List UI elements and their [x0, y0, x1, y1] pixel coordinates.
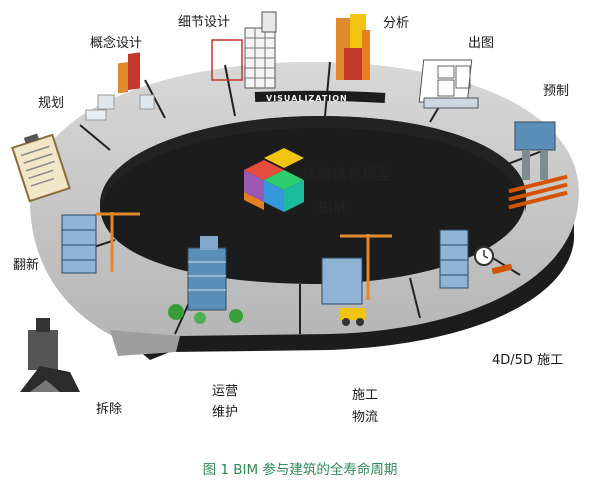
prefab-machine-icon [508, 121, 568, 210]
ring-tail [110, 330, 180, 356]
stage-label-drawing: 出图 [468, 36, 495, 51]
renovation-building-icon [61, 212, 140, 274]
operation-building-icon [168, 236, 243, 324]
concept-model-icon [85, 52, 155, 121]
demolition-rubble-icon [20, 318, 80, 392]
center-subtitle: BIM [318, 199, 346, 217]
stage-label-operation-1: 运营 [212, 384, 239, 399]
construction-4d5d-icon [439, 229, 513, 289]
detail-design-tower-icon [211, 11, 277, 89]
stage-label-analysis: 分析 [383, 16, 410, 31]
stage-label-logistics-2: 物流 [352, 410, 379, 425]
logistics-construction-icon [321, 234, 392, 326]
stage-label-demolition: 拆除 [96, 402, 123, 417]
analysis-tower-icon [336, 14, 370, 80]
stage-label-prefab: 预制 [543, 84, 570, 99]
center-title: 建筑信息模型 [302, 165, 393, 183]
planning-clipboard-icon [11, 133, 71, 203]
drawing-output-icon [418, 59, 479, 109]
stage-label-logistics-1: 施工 [352, 388, 379, 403]
stage-label-detail: 细节设计 [178, 15, 231, 30]
bim-cube-icon [244, 148, 304, 212]
stage-label-operation-2: 维护 [212, 405, 239, 420]
stage-label-4d5d: 4D/5D 施工 [492, 353, 564, 368]
ring-label: VISUALIZATION [266, 94, 348, 103]
stage-label-planning: 规划 [38, 96, 65, 111]
figure-caption: 图 1 BIM 参与建筑的全寿命周期 [202, 462, 398, 478]
stage-label-concept: 概念设计 [90, 36, 143, 51]
stage-label-renovation: 翻新 [13, 258, 40, 273]
